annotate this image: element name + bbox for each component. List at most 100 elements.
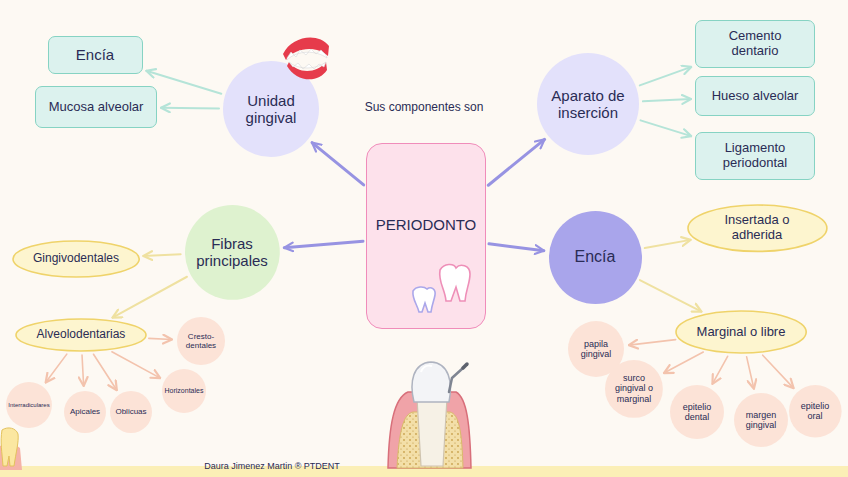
- lower-teeth: [289, 62, 326, 69]
- subtype-circle: Cresto- dentales: [176, 316, 226, 366]
- node-text: epitelio oral: [793, 401, 837, 422]
- connector-arrow: [641, 120, 692, 136]
- connector-arrow: [489, 244, 544, 251]
- circle-fill: [537, 53, 639, 155]
- gums-icon: [283, 38, 329, 80]
- text-holder: Oblicuas: [115, 407, 146, 416]
- crown-highlight: [421, 366, 432, 372]
- text-holder: Cemento dentario: [705, 29, 805, 59]
- node-text: margen gingival: [739, 410, 783, 431]
- part-circle: epitelio dental: [669, 384, 725, 440]
- part-circle: epitelio oral: [788, 384, 843, 439]
- node-text: Insertada o adherida: [709, 213, 804, 243]
- connector-arrow: [82, 355, 84, 386]
- text-holder: Mucosa alveolar: [49, 100, 144, 115]
- node-text: Ligamento periodontal: [705, 141, 805, 171]
- topic-circle: Unidad gingival: [222, 60, 320, 158]
- circle-fill: [185, 205, 280, 300]
- corner-tooth-shape: [1, 428, 18, 466]
- circle-fill: [223, 61, 319, 157]
- upper-gum: [283, 38, 329, 60]
- text-holder: Apicales: [70, 407, 100, 416]
- component-box: Hueso alveolar: [695, 76, 815, 116]
- small-tooth-icon: [413, 287, 435, 312]
- subtype-circle: Apicales: [63, 390, 107, 434]
- periodontal-probe: [449, 368, 463, 392]
- text-holder: Hueso alveolar: [712, 89, 799, 104]
- connector-arrow: [46, 354, 67, 382]
- ellipse-fill: [676, 311, 806, 353]
- node-text: Encía: [575, 248, 616, 266]
- topic-circle: Aparato de inserción: [536, 52, 640, 156]
- circle-fill: [110, 391, 152, 433]
- text-holder: epitelio dental: [675, 402, 719, 423]
- text-holder: Cresto- dentales: [181, 332, 221, 350]
- node-text: Interradiculares: [8, 402, 49, 409]
- text-holder: Alveolodentarias: [37, 328, 126, 342]
- connector-arrow: [643, 99, 691, 101]
- part-circle: margen gingival: [733, 392, 789, 448]
- connector-arrow: [664, 352, 703, 373]
- node-text: Cresto- dentales: [181, 332, 221, 350]
- ellipse-fill: [16, 319, 146, 351]
- connector-arrow: [645, 240, 691, 248]
- ellipse-fill: [688, 205, 827, 251]
- circle-fill: [6, 382, 52, 428]
- text-holder: Unidad gingival: [231, 92, 311, 127]
- node-text: Cemento dentario: [705, 29, 805, 59]
- connector-note: Sus componentes son: [365, 100, 484, 114]
- tooth-root: [417, 398, 447, 466]
- component-box: Encía: [48, 36, 143, 74]
- node-text: Fibras principales: [190, 235, 274, 270]
- connector-arrow: [94, 354, 117, 390]
- circle-fill: [605, 360, 663, 418]
- topic-circle: Fibras principales: [184, 204, 281, 301]
- node-text: Encía: [76, 46, 114, 63]
- circle-fill: [549, 211, 642, 304]
- connector-arrow: [488, 139, 544, 185]
- node-text: Oblicuas: [115, 407, 146, 416]
- text-holder: Marginal o libre: [697, 325, 786, 340]
- probe-handle: [463, 364, 467, 368]
- lower-gum: [287, 62, 327, 79]
- subtype-circle: Horizontales: [161, 368, 207, 414]
- part-circle: surco gingival o marginal: [604, 359, 664, 419]
- ellipse-fill: [13, 241, 139, 277]
- connector-arrow: [284, 241, 363, 247]
- circle-fill: [670, 385, 724, 439]
- text-holder: papila gingival: [574, 339, 618, 360]
- node-text: Gingivodentales: [33, 252, 119, 266]
- connector-arrow: [146, 71, 221, 94]
- node-text: papila gingival: [574, 339, 618, 360]
- topic-circle: Encía: [548, 210, 643, 305]
- component-box: Mucosa alveolar: [35, 86, 157, 128]
- node-text: Unidad gingival: [231, 92, 311, 127]
- node-text: Mucosa alveolar: [49, 100, 144, 115]
- text-holder: Insertada o adherida: [709, 213, 804, 243]
- text-holder: surco gingival o marginal: [612, 373, 656, 404]
- node-text: Horizontales: [165, 387, 204, 395]
- connector-arrow: [747, 357, 754, 389]
- text-holder: Interradiculares: [8, 402, 49, 409]
- text-holder: Horizontales: [165, 387, 204, 395]
- subtype-circle: Interradiculares: [5, 381, 53, 429]
- type-oval: Insertada o adherida: [687, 204, 828, 252]
- connector-arrow: [763, 355, 794, 388]
- connector-arrow: [143, 254, 180, 256]
- corner-tooth: [0, 428, 22, 470]
- node-text: Hueso alveolar: [712, 89, 799, 104]
- circle-fill: [162, 369, 206, 413]
- connector-arrow: [161, 107, 219, 110]
- connector-arrow: [312, 143, 364, 185]
- node-text: surco gingival o marginal: [612, 373, 656, 404]
- type-oval: Alveolodentarias: [15, 318, 147, 352]
- circle-fill: [734, 393, 788, 447]
- tooth-illustration: [388, 362, 471, 468]
- author-credit: Daura Jimenez Martin ® PTDENT: [204, 461, 340, 471]
- text-holder: Aparato de inserción: [545, 87, 631, 122]
- connector-arrow: [112, 277, 186, 318]
- large-tooth-icon: [440, 264, 470, 301]
- type-oval: Marginal o libre: [675, 310, 807, 354]
